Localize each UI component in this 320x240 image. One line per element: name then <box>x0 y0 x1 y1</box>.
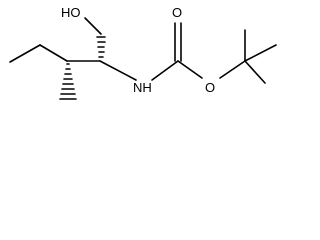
bond-tbutyl-methyl-right <box>244 44 277 62</box>
bond-ester-oxygen-to-quaternary-carbon <box>219 60 246 79</box>
bond-ethyl-to-c3 <box>39 44 68 62</box>
methyl-hash-wedge <box>59 63 77 100</box>
bond-carbonyl-to-ester-oxygen <box>177 60 203 79</box>
amine-label: NH <box>133 80 152 95</box>
bond-ch2-to-oh <box>84 17 102 35</box>
chemical-structure: HO NH O O <box>9 5 277 100</box>
carbonyl-oxygen-label: O <box>172 5 182 20</box>
bond-n-to-carbonyl <box>151 60 179 81</box>
bond-c2-to-n <box>99 60 137 81</box>
bond-ethyl-terminal <box>9 44 41 63</box>
hydroxymethyl-hash-wedge <box>96 36 106 58</box>
hydroxyl-label: HO <box>61 5 81 20</box>
ester-oxygen-label: O <box>205 80 215 95</box>
bond-tbutyl-methyl-bottom <box>244 60 266 84</box>
molecule-canvas: HO NH O O <box>0 0 284 132</box>
